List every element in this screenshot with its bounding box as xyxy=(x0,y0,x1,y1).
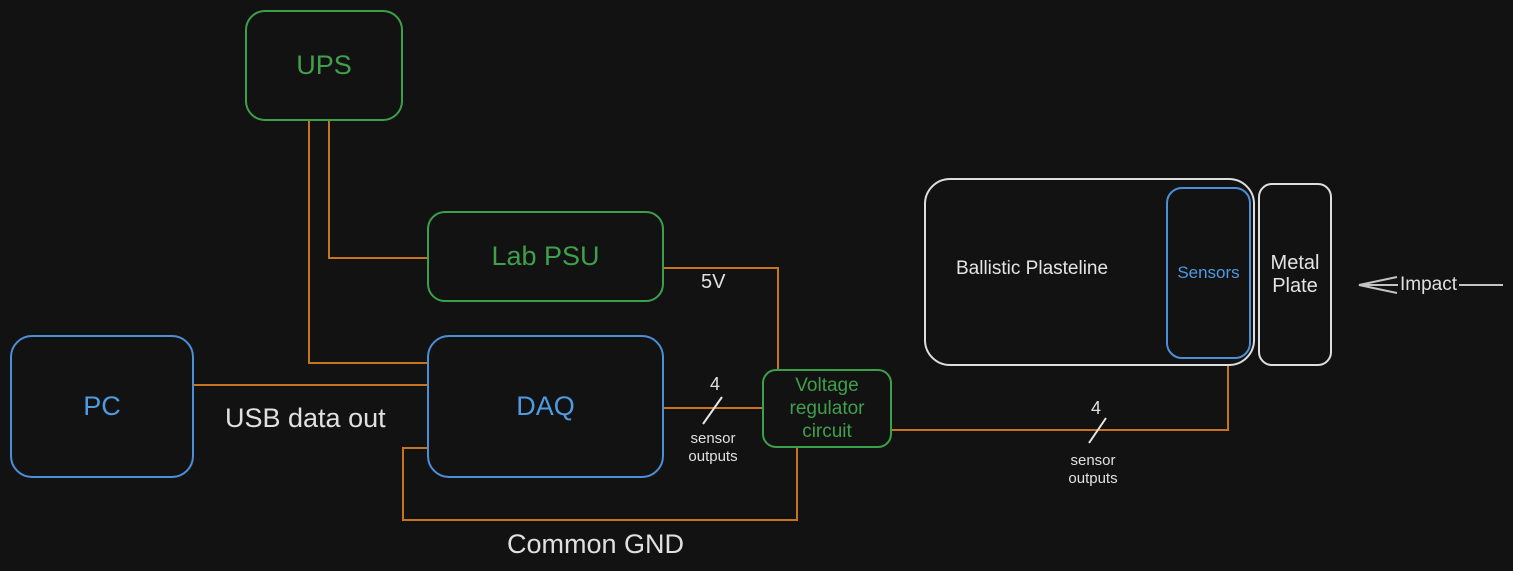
ballistic-plasteline-label: Ballistic Plasteline xyxy=(956,258,1109,279)
daq-node: DAQ xyxy=(427,335,664,478)
usb-data-label: USB data out xyxy=(225,403,386,433)
voltage-regulator-node: Voltage regulator circuit xyxy=(762,369,892,448)
bus-slash-daq xyxy=(702,396,723,425)
wire-labpsu-regulator xyxy=(663,267,779,370)
pc-label: PC xyxy=(83,391,121,421)
lab-psu-label: Lab PSU xyxy=(491,241,600,271)
daq-label: DAQ xyxy=(516,391,575,421)
wire-common-gnd xyxy=(402,447,798,521)
impact-label: Impact xyxy=(1398,274,1460,296)
metal-plate-label: Metal Plate xyxy=(1270,251,1320,297)
bus-count-sensors-label: 4 xyxy=(1091,398,1102,418)
ups-label: UPS xyxy=(296,50,352,80)
supply-voltage-label: 5V xyxy=(701,271,726,293)
bus-desc-sensors-label: sensor outputs xyxy=(1068,452,1118,487)
bus-desc-daq-label: sensor outputs xyxy=(688,430,738,465)
common-gnd-label: Common GND xyxy=(507,529,685,559)
bus-slash-sensors xyxy=(1088,417,1107,444)
pc-node: PC xyxy=(10,335,194,478)
sensors-label: Sensors xyxy=(1177,263,1240,282)
sensors-node: Sensors xyxy=(1166,187,1251,359)
metal-plate-node: Metal Plate xyxy=(1258,183,1332,366)
impact-arrow-head xyxy=(1358,276,1398,294)
lab-psu-node: Lab PSU xyxy=(427,211,664,302)
wire-ups-daq xyxy=(308,121,428,364)
ups-node: UPS xyxy=(245,10,403,121)
voltage-regulator-label: Voltage regulator circuit xyxy=(789,375,865,442)
bus-count-daq-label: 4 xyxy=(710,374,721,394)
wire-regulator-sensors xyxy=(891,365,1229,431)
wire-ups-labpsu xyxy=(328,121,428,259)
